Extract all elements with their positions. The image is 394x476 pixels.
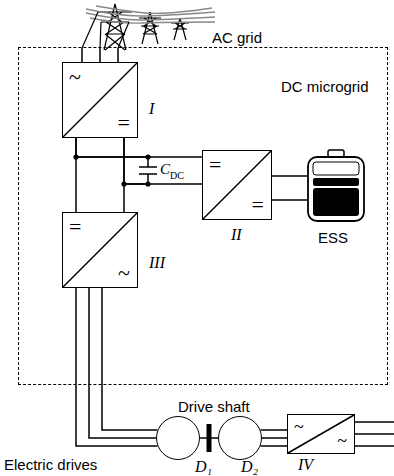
- diagonal-line: [288, 415, 354, 453]
- power-connection: [76, 138, 124, 212]
- power-connection: [200, 437, 218, 439]
- diagonal-line: [63, 213, 137, 287]
- converter-box: =~III: [62, 212, 138, 288]
- power-connection: [272, 176, 308, 200]
- drives-label: Electric drives: [4, 457, 97, 472]
- dc-capacitor: [76, 157, 157, 184]
- ac-dc-symbol: ~: [69, 66, 81, 88]
- power-connection: [76, 288, 158, 446]
- converter-box: ==II: [202, 150, 272, 220]
- output-lines: [355, 422, 394, 446]
- ac-dc-symbol: ~: [294, 418, 304, 436]
- converter-box: ~=I: [62, 62, 138, 138]
- shaft-label: Drive shaft: [178, 399, 250, 414]
- diagonal-line: [63, 63, 137, 137]
- ac-dc-symbol: =: [118, 112, 130, 134]
- ac-dc-symbol: ~: [337, 432, 347, 450]
- dc-microgrid-region: ~ = I = = II ESS = ~ III DC microgrid: [18, 47, 388, 385]
- capacitor-label: C: [160, 162, 170, 177]
- ess-label: ESS: [318, 230, 348, 245]
- converter-label: IV: [298, 457, 313, 473]
- feeder-lines: [82, 12, 129, 48]
- diagonal-line: [203, 151, 271, 219]
- overhead-lines: [86, 6, 215, 23]
- grid-label: AC grid: [212, 30, 262, 45]
- power-towers: [98, 4, 189, 50]
- ac-dc-symbol: =: [209, 154, 221, 176]
- power-connection: [76, 138, 202, 184]
- power-connection: [260, 430, 287, 446]
- region-label: DC microgrid: [281, 79, 369, 94]
- capacitor-subscript: DC: [170, 171, 184, 181]
- battery-icon: [308, 150, 364, 221]
- energy-storage: ESS: [304, 148, 368, 224]
- drive-label: D₁: [195, 459, 212, 475]
- ac-dc-symbol: ~: [118, 262, 130, 284]
- converter-label: I: [149, 101, 154, 117]
- ac-dc-symbol: =: [69, 216, 81, 238]
- drive-machine: D₁: [156, 416, 200, 460]
- drive-label: D₂: [241, 459, 258, 475]
- drive-machine: D₂: [218, 416, 262, 460]
- converter-box: ~~IV: [287, 414, 355, 454]
- power-connection: [82, 48, 118, 62]
- converter-label: III: [149, 255, 165, 271]
- junction-dots: [73, 154, 150, 186]
- ac-dc-symbol: =: [252, 194, 264, 216]
- ac-grid: AC grid: [78, 2, 205, 48]
- converter-label: II: [231, 227, 242, 243]
